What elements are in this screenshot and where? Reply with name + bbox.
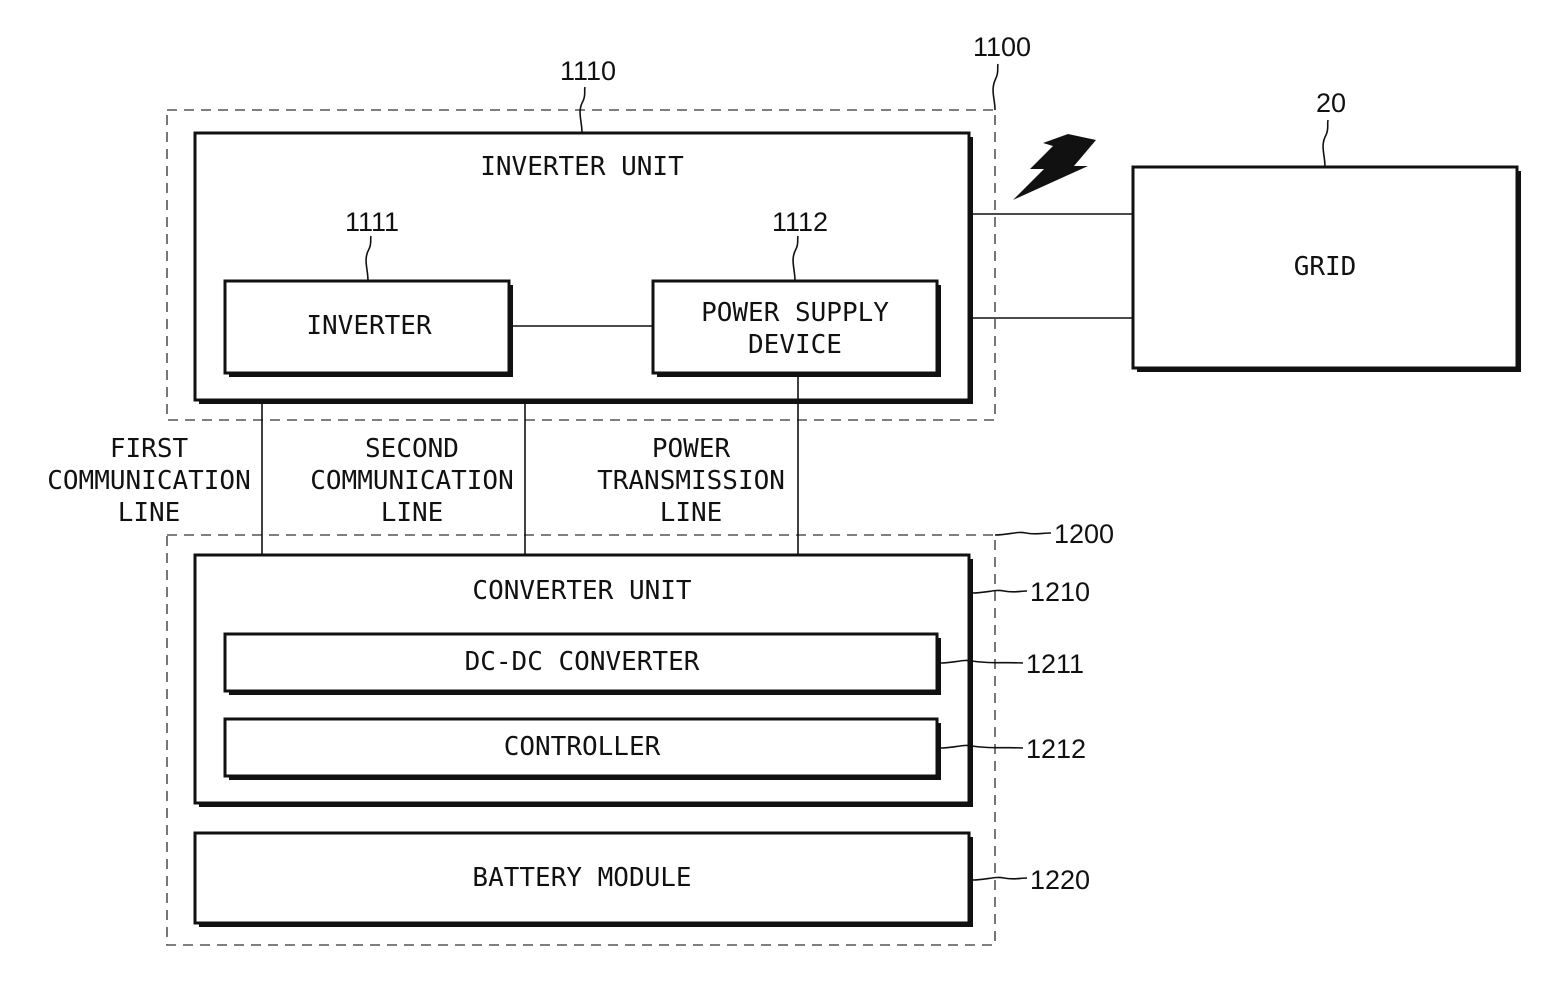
second-comm-label-3: LINE	[381, 498, 444, 528]
ref-1210-leader	[972, 590, 1027, 593]
first-comm-label-1: FIRST	[110, 434, 189, 464]
first-comm-label-2: COMMUNICATION	[47, 466, 251, 496]
first-comm-label-3: LINE	[118, 498, 181, 528]
power-tx-label-3: LINE	[660, 498, 723, 528]
lightning-bolt-icon	[1013, 134, 1096, 200]
ref-1100: 1100	[973, 32, 1031, 62]
second-comm-label-1: SECOND	[365, 434, 459, 464]
controller-label: CONTROLLER	[504, 732, 661, 762]
ref-1210: 1210	[1030, 577, 1090, 607]
ref-1100-leader	[993, 64, 998, 110]
ref-1200-leader	[995, 532, 1051, 535]
ref-20-leader	[1323, 120, 1328, 167]
ref-1220-leader	[972, 877, 1027, 880]
power-tx-label-2: TRANSMISSION	[597, 466, 785, 496]
ref-1111: 1111	[345, 207, 399, 237]
power-tx-label-1: POWER	[652, 434, 731, 464]
power-supply-label-line1: POWER SUPPLY	[701, 298, 889, 328]
ref-1211: 1211	[1026, 649, 1084, 679]
battery-module-label: BATTERY MODULE	[472, 863, 691, 893]
ref-1220: 1220	[1030, 865, 1090, 895]
ref-1200: 1200	[1054, 519, 1114, 549]
inverter-unit-label: INVERTER UNIT	[480, 152, 684, 182]
converter-unit-label: CONVERTER UNIT	[472, 576, 691, 606]
second-comm-label-2: COMMUNICATION	[310, 466, 514, 496]
power-supply-label-line2: DEVICE	[748, 330, 842, 360]
ref-1112: 1112	[772, 207, 828, 237]
dcdc-converter-label: DC-DC CONVERTER	[465, 647, 700, 677]
ref-1110: 1110	[560, 56, 616, 86]
grid-label: GRID	[1294, 252, 1357, 282]
ref-20: 20	[1316, 88, 1346, 118]
ref-1212: 1212	[1026, 734, 1086, 764]
inverter-label: INVERTER	[306, 311, 432, 341]
